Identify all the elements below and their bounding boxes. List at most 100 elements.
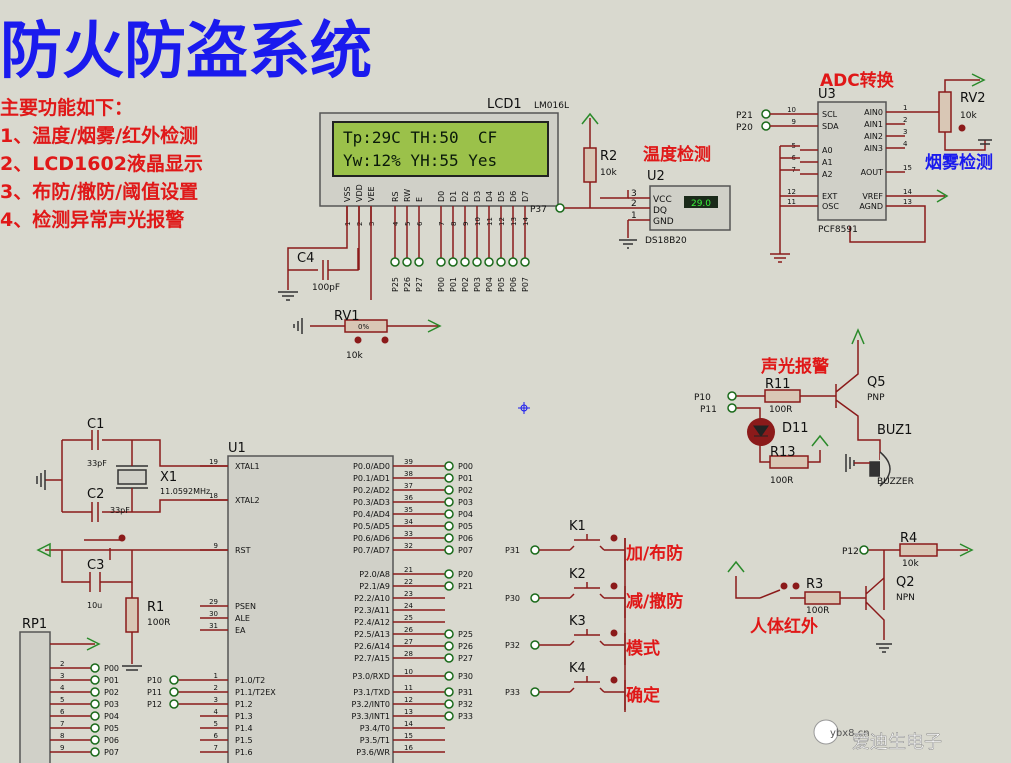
- lcd-pin-number: 2: [356, 222, 364, 226]
- ds18b20-reading: 29.0: [691, 199, 711, 209]
- alarm-circuit[interactable]: [736, 328, 891, 487]
- key-terminal[interactable]: [530, 545, 540, 555]
- mcu-p1-terminal[interactable]: [169, 675, 179, 685]
- lcd-net-terminal[interactable]: [460, 257, 470, 267]
- pir-net-label: P12: [842, 547, 859, 557]
- rp1-net-terminal[interactable]: [90, 735, 100, 745]
- mcu-net-terminal[interactable]: [444, 641, 454, 651]
- lcd-net-terminal[interactable]: [520, 257, 530, 267]
- mcu-net-terminal[interactable]: [444, 671, 454, 681]
- pir-contact: [792, 582, 800, 590]
- lcd-net-terminal[interactable]: [508, 257, 518, 267]
- mcu-net-terminal[interactable]: [444, 569, 454, 579]
- mcu-right-pin-name: P0.4/AD4: [353, 510, 390, 519]
- rv1-potentiometer[interactable]: [293, 318, 442, 344]
- lcd-line1: Tp:29C TH:50 CF: [343, 128, 497, 147]
- mcu-net-terminal[interactable]: [444, 485, 454, 495]
- key-function-label: 加/布防: [625, 543, 683, 564]
- lcd-net-terminal[interactable]: [402, 257, 412, 267]
- mcu-left-pin-name: PSEN: [235, 602, 256, 611]
- rp1-net-terminal[interactable]: [90, 675, 100, 685]
- lcd-model: LM016L: [534, 101, 569, 111]
- mcu-left-pin-name: EA: [235, 626, 246, 635]
- key-ref: K4: [569, 661, 586, 676]
- lcd-net-terminal[interactable]: [436, 257, 446, 267]
- p37-terminal[interactable]: [555, 203, 565, 213]
- lcd1602-component[interactable]: LCD1 LM016L Tp:29C TH:50 CF Yw:12% YH:55…: [319, 97, 569, 292]
- rv2-potentiometer[interactable]: [905, 73, 992, 151]
- rp1-net-terminal[interactable]: [90, 687, 100, 697]
- mcu-right-pin-number: 14: [404, 720, 413, 728]
- key-net-label: P33: [505, 688, 520, 697]
- mcu-p1-terminal[interactable]: [169, 687, 179, 697]
- ds18b20-sensor[interactable]: 29.0: [619, 185, 731, 249]
- adc-right-pin-name: AIN3: [864, 144, 883, 153]
- mcu-net-terminal[interactable]: [444, 473, 454, 483]
- key-terminal[interactable]: [530, 593, 540, 603]
- mcu-net-terminal[interactable]: [444, 581, 454, 591]
- mcu-chip[interactable]: XTAL119XTAL218RST9PSEN29ALE30EA31P1.0/T2…: [147, 455, 473, 763]
- oscillator-reset-circuit[interactable]: [36, 430, 228, 671]
- mcu-p1-terminal[interactable]: [169, 699, 179, 709]
- mcu-right-pin-number: 26: [404, 626, 413, 634]
- rp1-net-terminal[interactable]: [90, 723, 100, 733]
- key-terminal[interactable]: [530, 640, 540, 650]
- mcu-net-terminal[interactable]: [444, 699, 454, 709]
- c4-capacitor[interactable]: [278, 206, 372, 301]
- mcu-net-label: P02: [458, 486, 473, 495]
- mcu-net-terminal[interactable]: [444, 653, 454, 663]
- d11-led-symbol: [753, 425, 769, 437]
- mcu-net-terminal[interactable]: [444, 545, 454, 555]
- lcd-net-terminal[interactable]: [472, 257, 482, 267]
- mcu-net-terminal[interactable]: [444, 497, 454, 507]
- mcu-net-terminal[interactable]: [444, 461, 454, 471]
- mcu-left-pin-number: 1: [214, 672, 218, 680]
- mcu-net-terminal[interactable]: [444, 629, 454, 639]
- mcu-left-pin-number: 31: [209, 622, 218, 630]
- adc-model: PCF8591: [818, 225, 858, 235]
- q5-type: PNP: [867, 393, 885, 403]
- x1-value: 11.0592MHz: [160, 487, 210, 496]
- lcd-net-terminal[interactable]: [390, 257, 400, 267]
- mcu-net-terminal[interactable]: [444, 521, 454, 531]
- rp1-net-terminal[interactable]: [90, 711, 100, 721]
- mcu-net-terminal[interactable]: [444, 687, 454, 697]
- key-terminal[interactable]: [530, 687, 540, 697]
- mcu-left-pin-name: P1.5: [235, 736, 253, 745]
- p20-terminal[interactable]: [761, 121, 771, 131]
- lcd-net-terminal[interactable]: [414, 257, 424, 267]
- rp1-net-terminal[interactable]: [90, 663, 100, 673]
- lcd-pin-number: 13: [510, 217, 518, 226]
- mcu-net-terminal[interactable]: [444, 711, 454, 721]
- rp1-net-terminal[interactable]: [90, 747, 100, 757]
- rp1-net-terminal[interactable]: [90, 699, 100, 709]
- p12-terminal[interactable]: [859, 545, 869, 555]
- lcd-pin-name: D0: [437, 191, 446, 202]
- lcd-net-terminal[interactable]: [484, 257, 494, 267]
- rp1-pin-number: 6: [60, 708, 65, 716]
- adc-right-pin-name: AIN2: [864, 132, 883, 141]
- adc-left-pin-name: OSC: [822, 202, 839, 211]
- mcu-right-pin-name: P3.2/INT0: [351, 700, 390, 709]
- lcd-pin-name: D4: [485, 191, 494, 202]
- mcu-net-terminal[interactable]: [444, 509, 454, 519]
- p10-terminal[interactable]: [727, 391, 737, 401]
- lcd-pin-number: 10: [474, 217, 482, 226]
- pir-circuit[interactable]: [727, 543, 974, 653]
- reset-button-dot[interactable]: [118, 534, 126, 542]
- lcd-net-terminal[interactable]: [496, 257, 506, 267]
- lcd-net-terminal[interactable]: [448, 257, 458, 267]
- mcu-net-terminal[interactable]: [444, 533, 454, 543]
- p21-terminal[interactable]: [761, 109, 771, 119]
- p11-terminal[interactable]: [727, 403, 737, 413]
- r3-value: 100R: [806, 606, 829, 616]
- key-indicator: [610, 629, 618, 637]
